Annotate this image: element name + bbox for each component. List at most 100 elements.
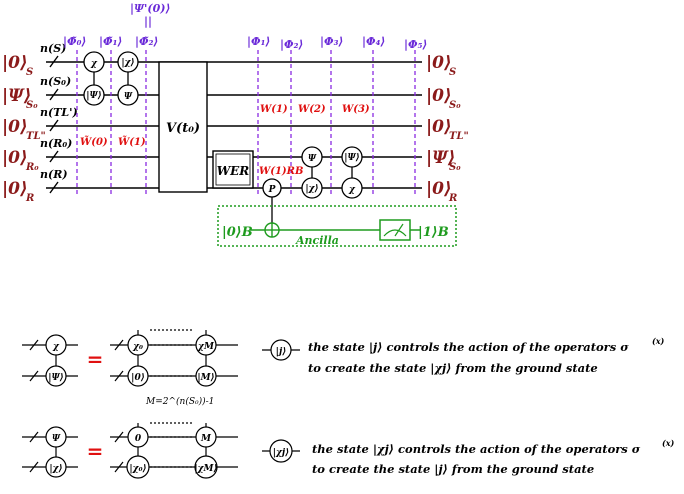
phase-label-psi-top: |Ψ'(0)⟩	[130, 2, 171, 15]
legend1-rhs-top-first: χ₀	[132, 342, 143, 352]
left-state-3-sub: R₀	[25, 162, 39, 173]
legend2-equals: =	[87, 439, 104, 463]
qubit-count-tl: n(TL')	[40, 106, 78, 119]
left-states: |0⟩ S |Ψ⟩ S₀ |0⟩ TL" |0⟩ R₀ |0⟩ R	[2, 53, 46, 204]
phase-label-tilde-2: |Φ̃₂⟩	[135, 35, 158, 48]
left-state-2: |0⟩	[2, 117, 28, 137]
gate-chi-ket-right-label: |χ⟩	[305, 184, 318, 194]
wer-gate-label: WER	[217, 164, 250, 178]
phase-label-3: |Φ₃⟩	[320, 35, 343, 48]
right-states: |0⟩ S |0⟩ S₀ |0⟩ TL" |Ψ⟩ S₀ |0⟩ R	[426, 53, 469, 204]
w-rb: W(1)RB	[259, 166, 303, 177]
gate-psi-right-label: Ψ	[308, 154, 317, 164]
right-state-3: |Ψ⟩	[426, 148, 455, 168]
left-state-4: |0⟩	[2, 179, 28, 199]
phase-label-tilde-1: |Φ̃₁⟩	[99, 35, 122, 48]
gate-chi-ket-2-label: |χ⟩	[121, 58, 134, 68]
legend1-rhs-bottom-first: |0⟩	[131, 373, 145, 383]
legend1-rhs-top-last: χM	[197, 342, 215, 352]
legend1-rhs-bottom-last: |M⟩	[197, 373, 214, 383]
legend2-rhs-top-last: M	[200, 434, 212, 444]
gate-psi-ket-1-label: |Ψ⟩	[86, 91, 102, 101]
gate-psi-ket-right-label: |Ψ⟩	[344, 153, 360, 163]
right-state-1: |0⟩	[426, 86, 452, 106]
gate-chi-right-label: χ	[348, 185, 356, 195]
ancilla-labels: |0⟩B Ancilla |1⟩B	[222, 225, 449, 247]
w-3: W(3)	[342, 104, 370, 115]
phase-label-tilde-0: |Φ̃₀⟩	[63, 35, 86, 48]
legend2-text-line1-sup: (x)	[662, 438, 675, 448]
w-tilde-1: W̃(1)	[118, 136, 146, 148]
qubit-count-s0: n(S₀)	[40, 75, 71, 88]
w-right-labels: W(1) W(2) W(3) W(1)RB	[259, 104, 370, 177]
ancilla-in: |0⟩B	[222, 225, 253, 240]
legend1-equals: =	[87, 347, 104, 371]
gate-chi-1-label: χ	[90, 59, 98, 69]
phase-labels: |Φ̃₀⟩ |Φ̃₁⟩ |Φ̃₂⟩ |Ψ'(0)⟩ || |Φ₁⟩ |Φ₂⟩ |…	[63, 2, 427, 51]
qubit-count-labels: n(S) n(S₀) n(TL') n(R₀) n(R)	[40, 42, 78, 181]
w-2: W(2)	[298, 104, 326, 115]
qubit-count-r0: n(R₀)	[40, 137, 72, 150]
left-state-0-sub: S	[26, 67, 33, 78]
ancilla-out: |1⟩B	[418, 225, 449, 240]
legend1-text-line2: to create the state |χj⟩ from the ground…	[308, 361, 598, 375]
qubit-count-slashes	[49, 55, 59, 194]
legend1-text-line1-sup: (x)	[652, 336, 665, 346]
right-state-4-sub: R	[448, 193, 457, 204]
legend2-lhs-bottom: |χ⟩	[49, 464, 62, 474]
left-gate-labels: χ |Ψ⟩ |χ⟩ Ψ	[86, 58, 134, 102]
left-state-2-sub: TL"	[26, 131, 46, 142]
phase-label-5: |Φ₅⟩	[404, 38, 427, 51]
phase-label-1: |Φ₁⟩	[247, 35, 270, 48]
gate-chi-ket-right	[301, 177, 323, 199]
left-gates	[83, 51, 139, 106]
gate-psi-right	[301, 146, 323, 168]
wer-gate	[212, 150, 254, 189]
legend2-rhs-bottom-first: |χ₀⟩	[129, 464, 146, 474]
right-state-2: |0⟩	[426, 117, 452, 137]
phase-label-4: |Φ₄⟩	[362, 35, 385, 48]
right-gates	[262, 146, 363, 230]
left-state-1-sub: S₀	[26, 100, 38, 111]
gate-chi-1	[83, 51, 105, 73]
w-left-labels: W̃(0) W̃(1)	[80, 136, 146, 148]
left-state-1: |Ψ⟩	[2, 86, 31, 106]
left-state-3: |0⟩	[2, 148, 28, 168]
gate-p	[262, 178, 282, 198]
right-state-4: |0⟩	[426, 179, 452, 199]
gate-psi-ket-1	[83, 84, 105, 106]
phase-label-2: |Φ₂⟩	[280, 38, 303, 51]
legend1-lhs-bottom: |Ψ⟩	[48, 373, 64, 383]
legend2-lhs-top: Ψ	[52, 434, 61, 444]
right-state-2-sub: TL"	[449, 131, 469, 142]
ancilla-label: Ancilla	[295, 234, 339, 247]
legend2-rhs-bottom-last: |χM⟩	[194, 464, 217, 474]
legend1-caption: M=2^(n(S₀))-1	[145, 396, 214, 407]
left-state-4-sub: R	[25, 193, 34, 204]
gate-psi-2	[117, 84, 139, 106]
legend1-symbol: |j⟩	[276, 347, 287, 357]
legend2-text-line1: the state |χj⟩ controls the action of th…	[312, 442, 641, 456]
gate-psi-ket-right	[341, 146, 363, 168]
legend1-lhs-top: χ	[52, 342, 60, 352]
right-state-0: |0⟩	[426, 53, 452, 73]
legend-2: Ψ |χ⟩ 0 M |χ₀⟩ |χM⟩ |χj⟩ = the state |χj…	[22, 422, 675, 479]
v-gate	[158, 61, 208, 193]
w-1: W(1)	[260, 104, 288, 115]
ancilla-box	[217, 205, 457, 247]
legend2-rhs-top-first: 0	[135, 434, 142, 444]
gate-psi-2-label: Ψ	[124, 92, 133, 102]
w-tilde-0: W̃(0)	[80, 136, 108, 148]
right-state-3-sub: S₀	[449, 162, 461, 173]
qubit-count-s: n(S)	[40, 42, 66, 55]
gate-p-label: P	[268, 185, 276, 195]
gate-chi-ket-2	[117, 51, 139, 73]
phase-label-eq: ||	[144, 15, 152, 28]
qubit-count-r: n(R)	[40, 168, 68, 181]
phase-lines	[76, 50, 416, 196]
v-gate-label: V(t₀)	[166, 121, 200, 136]
legend2-text-line2: to create the state |j⟩ from the ground …	[312, 462, 594, 476]
right-state-1-sub: S₀	[449, 100, 461, 111]
right-state-0-sub: S	[449, 67, 456, 78]
